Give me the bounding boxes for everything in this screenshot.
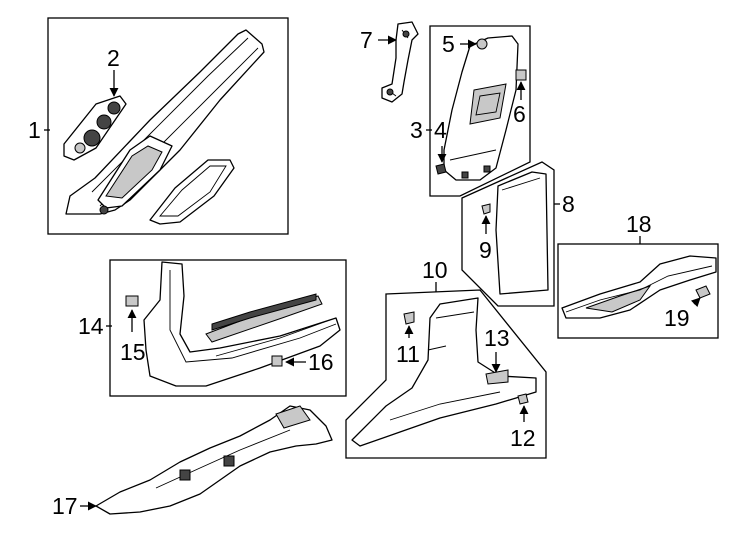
assist-handle-part: [381, 21, 419, 103]
clip-4-part: [435, 163, 447, 175]
callout-9: 9: [479, 237, 492, 263]
callout-16: 16: [308, 349, 334, 375]
callout-14: 14: [78, 313, 104, 339]
a-pillar-box: [47, 17, 289, 235]
callout-12: 12: [510, 425, 536, 451]
quarter-lower-trim: [351, 297, 537, 447]
callout-4: 4: [434, 117, 447, 143]
floor-duct-part: [95, 405, 333, 515]
clip-11-part: [403, 311, 415, 325]
callout-8: 8: [562, 191, 575, 217]
callout-13: 13: [484, 325, 510, 351]
front-sill-box: [109, 259, 347, 397]
callout-2: 2: [107, 45, 120, 71]
callout-17: 17: [52, 493, 78, 519]
callout-6: 6: [513, 101, 526, 127]
lower-b-pillar-trim: [495, 171, 549, 295]
b-pillar-group: [429, 25, 531, 197]
callout-11: 11: [396, 341, 420, 367]
rear-sill-box: [557, 243, 719, 339]
a-pillar-group: [47, 17, 289, 235]
callout-1: 1: [28, 117, 41, 143]
quarter-trim-group: [345, 289, 547, 459]
front-sill-plate: [143, 261, 341, 387]
lower-b-pillar-group: [461, 161, 555, 307]
clip-6-part: [515, 69, 527, 81]
clip-19-part: [695, 285, 711, 299]
callout-3: 3: [410, 117, 423, 143]
callout-10: 10: [422, 257, 448, 283]
front-sill-group: [109, 259, 347, 397]
clip-9-part: [481, 203, 491, 215]
callout-7: 7: [360, 27, 373, 53]
rear-sill-plate: [561, 255, 717, 319]
callout-5: 5: [442, 31, 455, 57]
quarter-trim-box: [345, 289, 547, 459]
callout-15: 15: [120, 339, 146, 365]
clip-15-part: [125, 295, 139, 307]
callout-19: 19: [664, 305, 690, 331]
rear-sill-group: [557, 243, 719, 339]
lower-b-pillar-box: [461, 161, 555, 307]
clip-16-part: [271, 355, 283, 367]
clip-12-part: [517, 393, 529, 405]
b-pillar-box: [429, 25, 531, 197]
pillar-insert-panel: [149, 159, 235, 225]
callout-18: 18: [626, 211, 652, 237]
clip-5-part: [476, 38, 488, 50]
